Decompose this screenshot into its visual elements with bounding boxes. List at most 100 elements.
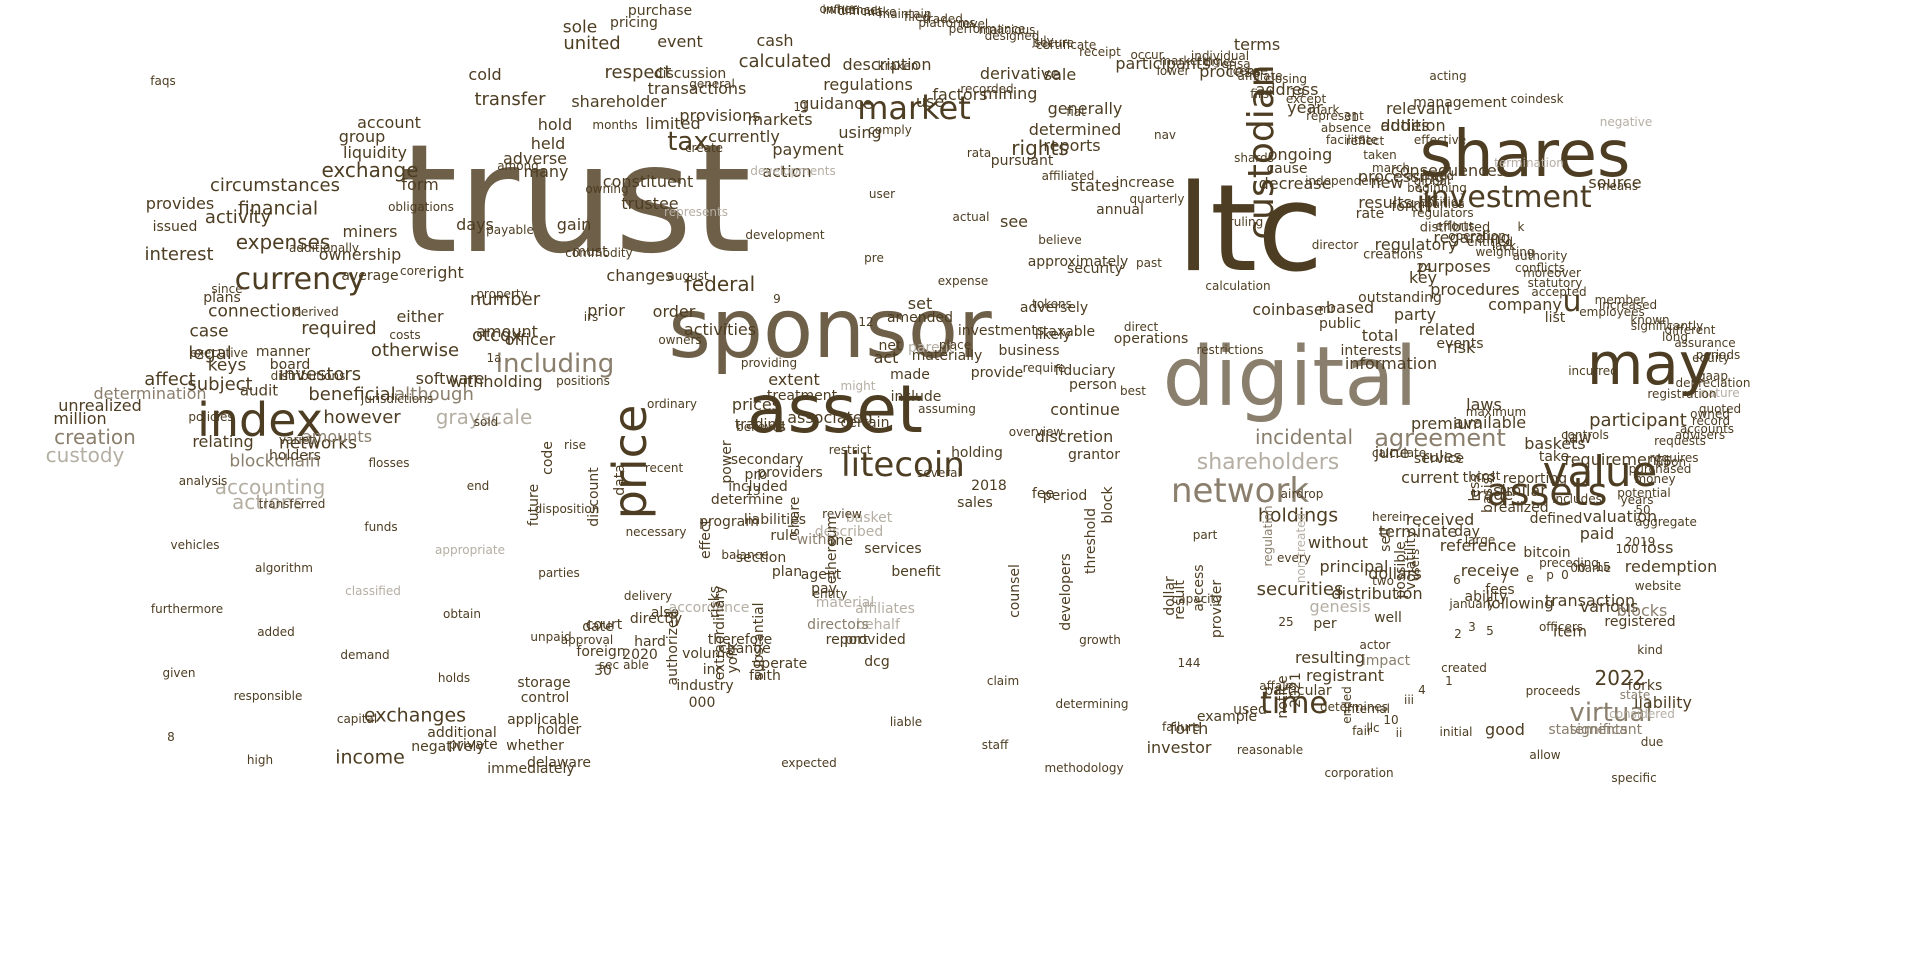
word-purchased: purchased: [1628, 462, 1692, 476]
word-ownership: ownership: [318, 245, 402, 264]
word-every: every: [1277, 551, 1311, 565]
word-discussion: discussion: [653, 66, 727, 82]
word-participants: participants: [1115, 54, 1211, 73]
word-certain: certain: [840, 415, 890, 431]
word-person: person: [1069, 377, 1117, 393]
word-absence: absence: [1320, 121, 1372, 135]
word-performance: performance: [948, 22, 1026, 36]
word-august: august: [667, 269, 709, 283]
word-independent: independent: [1305, 174, 1381, 188]
word-facilitate: facilitate: [1325, 133, 1379, 147]
word-1a: 1a: [486, 351, 502, 365]
word-calculated: calculated: [738, 51, 832, 72]
word-ordinary: ordinary: [646, 397, 698, 411]
word-currency: currency: [234, 262, 366, 297]
word-hard: hard: [634, 634, 666, 650]
word-0: 0: [1561, 568, 1569, 582]
word-sales: sales: [957, 495, 993, 511]
word-purposes: purposes: [1417, 257, 1491, 276]
word-associated: associated: [787, 408, 873, 427]
word-coinbase: coinbase: [1252, 300, 1324, 319]
word-kind: kind: [1637, 643, 1663, 657]
word-25: 25: [1278, 615, 1294, 629]
word-provided: provided: [844, 632, 906, 648]
word-digital: digital: [1162, 330, 1418, 425]
word-due: due: [1640, 735, 1664, 749]
word-quoted: quoted: [1698, 402, 1742, 416]
word-7: 7: [1500, 572, 1508, 586]
word-designed: designed: [984, 29, 1040, 43]
word-two: two: [1372, 574, 1394, 588]
word-record: record: [1691, 414, 1731, 428]
word-business: business: [998, 343, 1060, 359]
word-claim: claim: [986, 674, 1020, 688]
word-legal: legal: [188, 343, 232, 364]
word-network: network: [1170, 471, 1310, 511]
word-malicious: malicious: [978, 23, 1036, 37]
word-january: january: [1449, 597, 1495, 611]
word-calculation: calculation: [1205, 279, 1271, 293]
word-ir: ir: [1416, 185, 1438, 220]
word-developments: developments: [750, 164, 836, 178]
word-maximum: maximum: [1465, 405, 1527, 419]
word-ongoing: ongoing: [1267, 145, 1333, 164]
word-financial: financial: [237, 197, 319, 220]
word-therefore: therefore: [707, 632, 773, 648]
word-responsible: responsible: [233, 689, 303, 703]
word-material: material: [815, 595, 875, 611]
word-incurred: incurred: [1568, 364, 1618, 378]
word-otherwise: otherwise: [370, 340, 460, 361]
word-investments: investments: [957, 323, 1045, 339]
word-federal: federal: [684, 272, 756, 296]
word-creations: creations: [1363, 247, 1423, 263]
word-best: best: [1120, 384, 1146, 398]
word-directly: directly: [629, 611, 683, 627]
word-requests: requests: [1654, 434, 1706, 448]
word-income: income: [335, 746, 405, 769]
word-sec: sec: [598, 658, 620, 672]
word-accounts: accounts: [1679, 422, 1735, 436]
word-2019: 2019: [1624, 535, 1656, 549]
word-forks: forks: [1627, 678, 1663, 694]
word-requirements: requirements: [1564, 450, 1672, 469]
word-see: see: [999, 212, 1029, 231]
word-create: create: [684, 141, 724, 155]
word-might: might: [840, 379, 876, 393]
word-market: market: [857, 89, 971, 127]
word-traded: traded: [923, 12, 963, 26]
word-24: 24: [1416, 261, 1432, 275]
word-derived: derived: [293, 305, 339, 319]
word-receipt: receipt: [1079, 45, 1121, 59]
word-potential: potential: [1617, 486, 1671, 500]
word-many: many: [523, 162, 569, 181]
word-owning: owning: [585, 182, 629, 196]
word-2022: 2022: [1594, 666, 1646, 690]
word-expected: expected: [781, 756, 837, 770]
word-quarterly: quarterly: [1129, 192, 1185, 206]
word-13: 13: [745, 484, 761, 498]
word-operation: operation: [1448, 229, 1506, 243]
word-generally: generally: [1047, 99, 1123, 118]
word-affairs: affairs: [1259, 679, 1297, 693]
word-relating: relating: [192, 432, 254, 451]
word-related: related: [1418, 320, 1476, 339]
word-faith: faith: [749, 668, 781, 684]
word-filed: filed: [904, 10, 930, 24]
word-kraken: kraken: [877, 59, 919, 73]
word-years: years: [1620, 493, 1654, 507]
word-website: website: [1634, 579, 1682, 593]
word-results: results: [1358, 193, 1412, 212]
word-board: board: [269, 357, 311, 373]
word-appropriate: appropriate: [435, 543, 505, 557]
word-asset: asset: [747, 371, 923, 448]
word-parties: parties: [538, 566, 580, 580]
word-exchange: exchange: [321, 158, 419, 182]
word-private: private: [448, 737, 498, 753]
word-blockchain: blockchain: [229, 451, 321, 472]
word-action: action: [762, 162, 812, 181]
word-virtual: virtual: [1569, 698, 1653, 728]
word-operate: operate: [752, 656, 808, 672]
word-liable: liable: [889, 715, 923, 729]
word-closing: closing: [1264, 72, 1308, 86]
word-activity: activity: [204, 207, 272, 228]
